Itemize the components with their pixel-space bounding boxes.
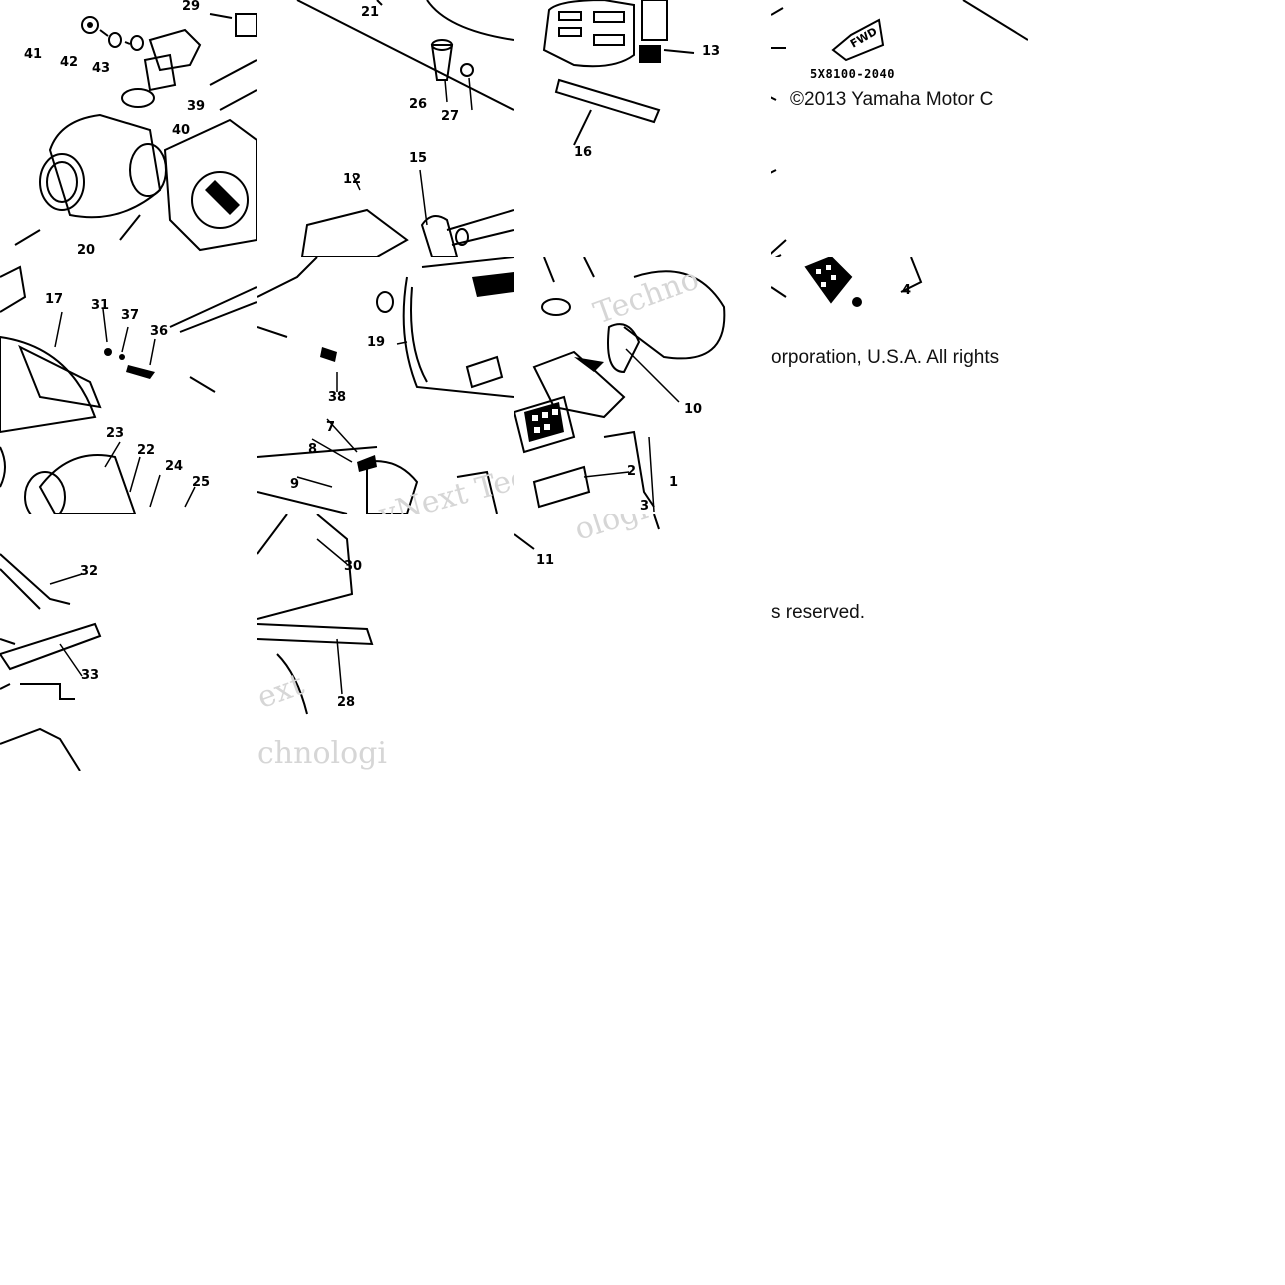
callout-2: 2 bbox=[627, 464, 637, 479]
diagram-tile-cover: 21 26 27 12 15 bbox=[257, 0, 514, 257]
fittings-drawing bbox=[257, 257, 514, 514]
diagram-tile-silencer: 13 16 bbox=[514, 0, 771, 257]
callout-37: 37 bbox=[121, 308, 140, 323]
callout-12: 12 bbox=[343, 172, 362, 187]
copyright-text-1: ©2013 Yamaha Motor C bbox=[790, 89, 994, 110]
strap-drawing bbox=[257, 514, 374, 715]
diagram-tile-copyright: 4 orporation, U.S.A. All rights bbox=[771, 257, 1028, 514]
callout-32: 32 bbox=[80, 564, 99, 579]
diagram-tile-partcode: FWD 14 15 6 5X8100-2040 ©2013 Yamaha Mot… bbox=[771, 0, 1028, 257]
callout-27: 27 bbox=[441, 109, 460, 124]
callout-3: 3 bbox=[640, 499, 650, 514]
callout-31: 31 bbox=[91, 298, 110, 313]
copyright-text-3: s reserved. bbox=[771, 602, 865, 623]
callout-8: 8 bbox=[308, 442, 318, 457]
diagram-tile-strap: 30 28 ext chnologi bbox=[257, 514, 514, 771]
silencer-drawing bbox=[542, 0, 695, 146]
callout-17: 17 bbox=[45, 292, 64, 307]
diagram-tile-reed-valve: 10 2 1 3 Techno bbox=[514, 257, 771, 514]
callout-19: 19 bbox=[367, 335, 386, 350]
diagram-tile-intake-elbow: 41 42 43 29 39 40 20 bbox=[0, 0, 257, 257]
diagram-tile-filter-case: 17 31 37 36 23 22 24 25 bbox=[0, 257, 257, 514]
cover-drawing bbox=[296, 0, 514, 257]
callout-23: 23 bbox=[106, 426, 125, 441]
callout-39: 39 bbox=[187, 99, 206, 114]
diagram-tile-fittings: 19 38 34 7 8 9 18 vNext Technologies bbox=[257, 257, 514, 514]
part-code-label: 5X8100-2040 bbox=[810, 67, 895, 81]
callout-33: 33 bbox=[81, 668, 100, 683]
diagram-tile-brackets: 32 33 bbox=[0, 514, 257, 771]
callout-20: 20 bbox=[77, 243, 96, 258]
reed-valve-drawing bbox=[514, 257, 726, 513]
callout-15: 15 bbox=[409, 151, 428, 166]
callout-7: 7 bbox=[326, 420, 336, 435]
callout-10: 10 bbox=[684, 402, 703, 417]
callout-24: 24 bbox=[165, 459, 184, 474]
callout-28: 28 bbox=[337, 695, 356, 710]
callout-25: 25 bbox=[192, 475, 211, 490]
callout-41: 41 bbox=[24, 47, 43, 62]
callout-21: 21 bbox=[361, 5, 380, 20]
callout-1: 1 bbox=[669, 475, 679, 490]
callout-29: 29 bbox=[182, 0, 201, 14]
callout-38: 38 bbox=[328, 390, 347, 405]
callout-30: 30 bbox=[344, 559, 363, 574]
filter-case-drawing bbox=[0, 265, 257, 514]
callout-22: 22 bbox=[137, 443, 156, 458]
callout-40: 40 bbox=[172, 123, 191, 138]
plate-drawing bbox=[771, 257, 923, 307]
diagram-tile-bottom: 11 ologi bbox=[514, 514, 771, 771]
callout-26: 26 bbox=[409, 97, 428, 112]
fwd-arrow-drawing: FWD bbox=[771, 0, 1028, 257]
callout-9: 9 bbox=[290, 477, 300, 492]
copyright-text-2: orporation, U.S.A. All rights bbox=[771, 347, 1000, 368]
callout-42: 42 bbox=[60, 55, 79, 70]
callout-16: 16 bbox=[574, 145, 593, 160]
callout-4: 4 bbox=[902, 283, 912, 298]
diagram-tile-copyright-end: s reserved. bbox=[771, 514, 1028, 771]
callout-11: 11 bbox=[536, 553, 555, 568]
callout-43: 43 bbox=[92, 61, 111, 76]
callout-36: 36 bbox=[150, 324, 169, 339]
callout-13: 13 bbox=[702, 44, 721, 59]
bottom-drawing bbox=[514, 514, 660, 550]
brackets-drawing bbox=[0, 553, 102, 771]
intake-elbow-drawing bbox=[14, 13, 257, 252]
